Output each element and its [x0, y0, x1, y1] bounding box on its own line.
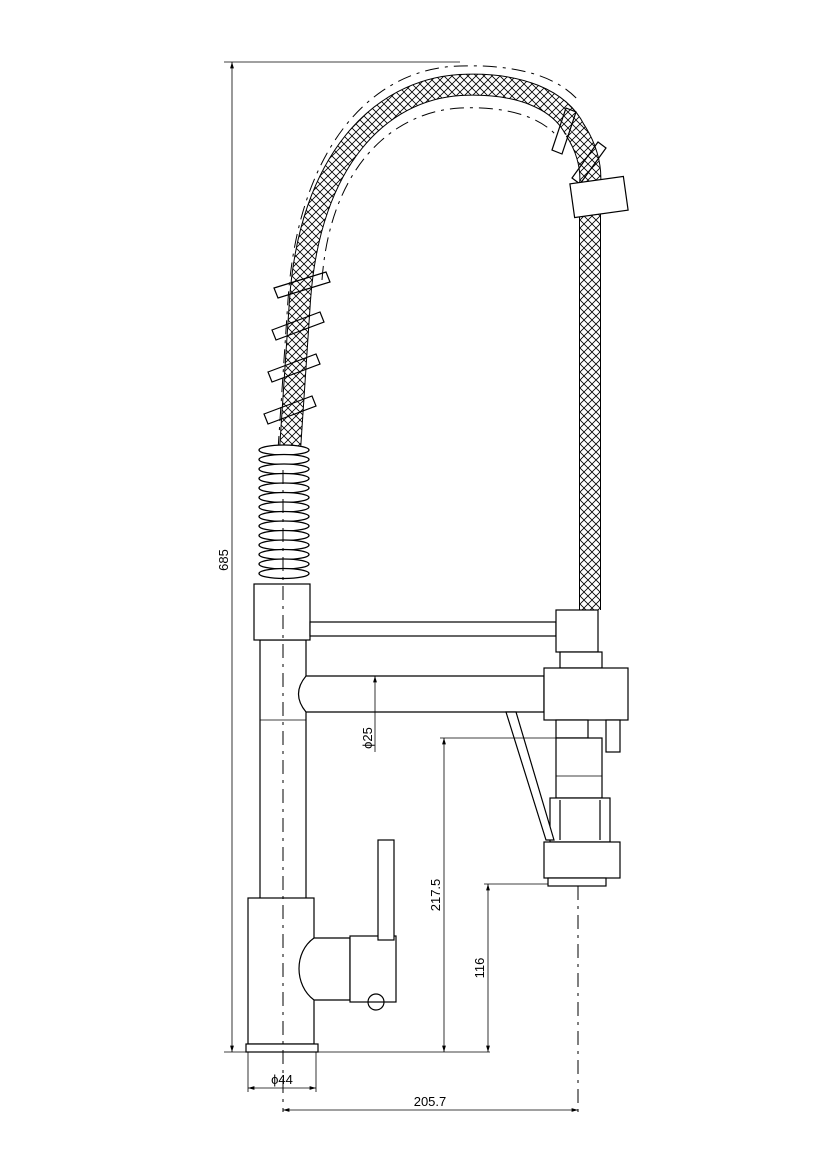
spring-coil: [258, 472, 310, 485]
dim-base-diameter: ϕ44: [247, 1052, 317, 1092]
spring-coil: [258, 453, 310, 466]
spring-coil: [258, 529, 310, 542]
spout-diameter-label: ϕ25: [360, 727, 375, 749]
handle-hub: [298, 937, 351, 1001]
reach-label: 205.7: [414, 1094, 447, 1109]
arm-support: [505, 711, 555, 841]
upper-collar: [253, 583, 311, 641]
spring-coil: [258, 539, 310, 551]
spring-coil: [258, 482, 310, 494]
dim-overall-height: 685: [216, 61, 460, 1053]
spout-head-block: [543, 667, 629, 721]
spring-coils: [263, 107, 607, 425]
spring-coil: [258, 463, 310, 475]
spray-neck: [555, 719, 589, 739]
coiled-spring: [258, 444, 310, 580]
dim-spout-diameter: ϕ25: [360, 676, 377, 752]
handle-collar: [349, 935, 397, 1003]
spring-coil: [258, 520, 310, 532]
spring-guide-centerline: [277, 65, 579, 451]
lever-pin: [605, 719, 621, 753]
base-plate: [245, 1043, 319, 1053]
spray-height-label: 217.5: [428, 879, 443, 912]
overall-height-label: 685: [216, 549, 231, 571]
spray-nozzle: [547, 877, 607, 887]
spring-coil: [258, 548, 310, 561]
spray-grip: [549, 797, 611, 843]
spray-stem: [555, 737, 603, 799]
base-diameter-label: ϕ44: [271, 1072, 293, 1087]
spring-coil: [258, 444, 310, 456]
dim-reach: 205.7: [283, 1094, 578, 1112]
spring-coil: [258, 491, 310, 504]
braided-hose: [279, 73, 602, 610]
spring-coil: [258, 558, 310, 570]
spring-coil: [258, 501, 310, 513]
holder-block: [555, 609, 599, 653]
holder-nut: [559, 651, 603, 669]
hose-clip: [569, 175, 629, 219]
spray-head: [543, 841, 621, 879]
handle-lever: [377, 839, 395, 941]
support-bar: [309, 621, 557, 637]
dim-spout-height: 116: [472, 883, 548, 1052]
spout-arm: [297, 675, 545, 713]
dim-spray-height: 217.5: [428, 737, 556, 1052]
spout-height-label: 116: [472, 958, 487, 979]
spring-coil: [258, 510, 310, 523]
spring-coil: [258, 567, 310, 580]
